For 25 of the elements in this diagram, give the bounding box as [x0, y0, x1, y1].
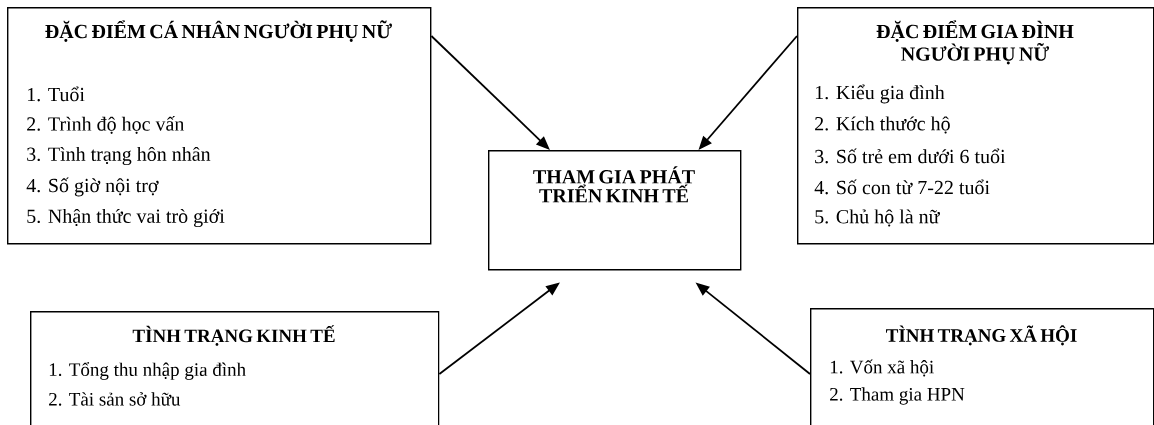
node-heading: ĐẶC ĐIỂM GIA ĐÌNH NGƯỜI PHỤ NỮ — [876, 20, 1074, 65]
list-item: 1. Tổng thu nhập gia đình — [49, 362, 246, 380]
node-heading: TÌNH TRẠNG KINH TẾ — [132, 325, 335, 346]
factor-box — [810, 308, 1154, 425]
node-heading: THAM GIA PHÁT TRIỂN KINH TẾ — [533, 166, 695, 203]
list-item: 4. Số con từ 7-22 tuổi — [814, 179, 990, 195]
list-item: 1. Vốn xã hội — [830, 359, 934, 377]
factor-box — [30, 311, 440, 425]
factor-box — [7, 7, 432, 245]
list-item: 2. Tài sản sở hữu — [49, 392, 181, 406]
list-item: 4. Số giờ nội trợ — [26, 177, 159, 197]
list-item: 2. Trình độ học vấn — [27, 116, 185, 134]
list-item: 5. Nhận thức vai trò giới — [27, 208, 225, 228]
list-item: 5. Chủ hộ là nữ — [815, 209, 940, 227]
node-heading: ĐẶC ĐIỂM CÁ NHÂN NGƯỜI PHỤ NỮ — [45, 20, 392, 42]
list-item: 1. Kiểu gia đình — [815, 84, 945, 104]
list-item: 3. Số trẻ em dưới 6 tuổi — [815, 148, 1006, 164]
list-item: 2. Kích thước hộ — [815, 116, 950, 134]
list-item: 2. Tham gia HPN — [830, 387, 965, 405]
outcome-box — [488, 150, 742, 271]
arrow — [430, 35, 550, 150]
list-item: 3. Tình trạng hôn nhân — [27, 146, 211, 166]
list-item: 1. Tuổi — [27, 86, 85, 102]
factor-box — [797, 7, 1154, 245]
node-heading: TÌNH TRẠNG XÃ HỘI — [886, 325, 1077, 346]
